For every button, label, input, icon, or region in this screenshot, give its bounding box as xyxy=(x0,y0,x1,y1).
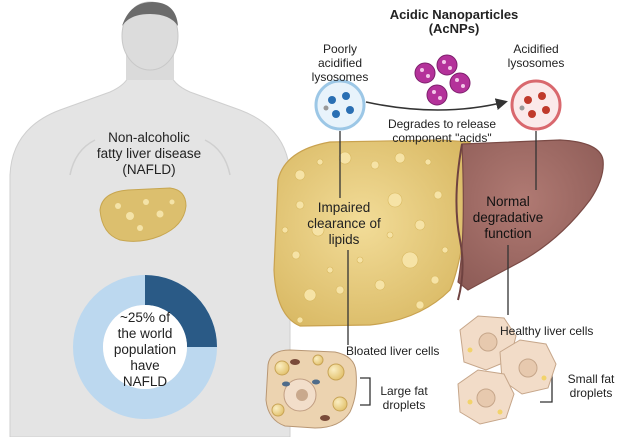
poorly-acidified-line2: acidified xyxy=(317,56,363,70)
small-fat-label: Small fat droplets xyxy=(556,372,626,400)
body-fatty-liver-icon xyxy=(99,187,187,242)
impaired-line1: Impaired xyxy=(317,200,371,215)
healthy-liver-cells xyxy=(457,315,557,425)
impaired-line3: lipids xyxy=(328,232,360,247)
healthy-liver-illustration xyxy=(455,139,604,301)
donut-text-line5: NAFLD xyxy=(122,374,168,389)
poorly-acidified-line1: Poorly xyxy=(322,42,357,56)
degrades-line2: component "acids" xyxy=(392,131,492,145)
healthy-cells-label: Healthy liver cells xyxy=(500,324,594,338)
large-fat-line2: droplets xyxy=(382,398,426,412)
degrades-line1: Degrades to release xyxy=(387,117,497,131)
small-fat-line2: droplets xyxy=(569,386,613,400)
donut-center-label: ~25% of the world population have NAFLD xyxy=(103,310,187,390)
large-fat-line1: Large fat xyxy=(380,384,428,398)
acidified-line1: Acidified xyxy=(513,42,559,56)
donut-25-percent-arc xyxy=(144,275,217,348)
large-fat-label: Large fat droplets xyxy=(374,384,434,412)
donut-text-line2: the world xyxy=(117,326,173,341)
acidified-label: Acidified lysosomes xyxy=(496,42,576,70)
small-fat-line1: Small fat xyxy=(567,372,615,386)
degradation-arrow xyxy=(365,98,508,111)
normal-line1: Normal xyxy=(486,194,530,209)
donut-text-line4: have xyxy=(130,358,160,373)
acidic-nanoparticles xyxy=(414,54,471,106)
normal-line2: degradative xyxy=(472,210,544,225)
fatty-liver-illustration xyxy=(273,139,471,327)
acidified-line2: lysosomes xyxy=(507,56,565,70)
nafld-line1: Non-alcoholic xyxy=(108,130,190,145)
poorly-acidified-label: Poorly acidified lysosomes xyxy=(300,42,380,84)
normal-function-label: Normal degradative function xyxy=(466,194,550,242)
poorly-acidified-line3: lysosomes xyxy=(311,70,369,84)
bloated-liver-cells xyxy=(265,349,357,429)
nafld-line2: fatty liver disease xyxy=(96,146,202,161)
poorly-acidified-lysosome xyxy=(314,79,366,131)
nafld-donut-chart xyxy=(73,275,217,419)
donut-text-line1: ~25% of xyxy=(120,310,170,325)
fat-droplets xyxy=(281,151,449,324)
normal-line3: function xyxy=(484,226,532,241)
acnps-title-line1: Acidic Nanoparticles xyxy=(389,7,519,22)
nafld-label: Non-alcoholic fatty liver disease (NAFLD… xyxy=(84,130,214,178)
degrades-label: Degrades to release component "acids" xyxy=(384,117,500,145)
impaired-clearance-label: Impaired clearance of lipids xyxy=(302,200,386,248)
acidified-lysosome xyxy=(510,79,562,131)
bloated-cells-label: Bloated liver cells xyxy=(346,344,440,358)
impaired-line2: clearance of xyxy=(307,216,381,231)
nafld-line3: (NAFLD) xyxy=(122,162,176,177)
acnps-title: Acidic Nanoparticles (AcNPs) xyxy=(386,8,522,36)
acnps-title-line2: (AcNPs) xyxy=(428,21,480,36)
donut-text-line3: population xyxy=(113,342,177,357)
